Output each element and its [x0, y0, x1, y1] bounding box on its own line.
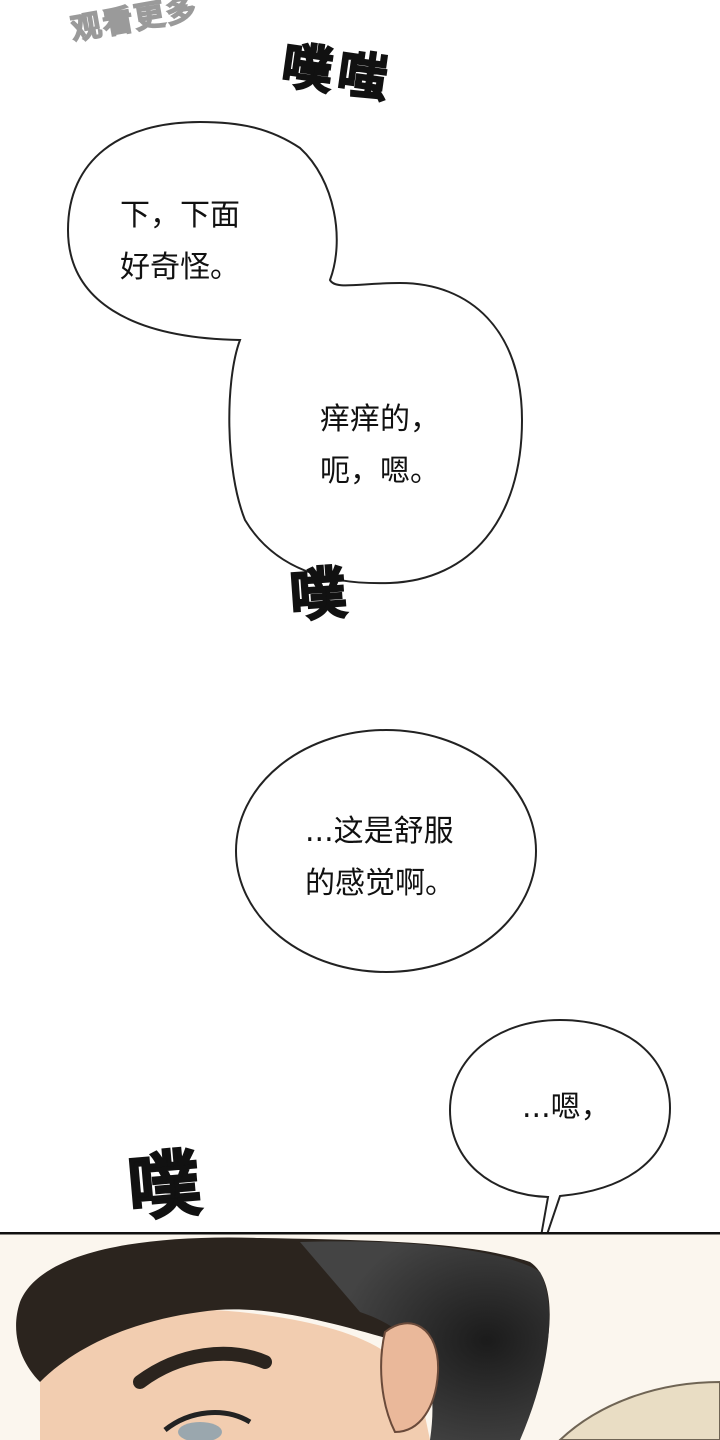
eyebrow-shape	[133, 1346, 272, 1389]
bubble-text-4: ...嗯，	[522, 1090, 611, 1125]
eye-shape	[163, 1410, 252, 1432]
bubble-text-2: 痒痒的， 呃，嗯。	[320, 402, 440, 489]
bubble-text-3: ...这是舒服 的感觉啊。	[305, 814, 455, 901]
speech-bubble-1	[66, 120, 524, 585]
speech-bubble-2	[235, 729, 537, 973]
sound-effect-bottom: 噗	[123, 1140, 204, 1232]
ear-shape	[380, 1322, 440, 1434]
iris-shape	[178, 1422, 222, 1440]
character-panel	[0, 1232, 720, 1440]
sound-effect-top: 噗嗤	[278, 35, 399, 110]
sound-effect-middle: 噗	[287, 560, 349, 631]
bubble-text-1: 下，下面 好奇怪。	[120, 198, 240, 285]
face-shape	[40, 1309, 430, 1440]
character-illustration	[0, 1232, 720, 1440]
